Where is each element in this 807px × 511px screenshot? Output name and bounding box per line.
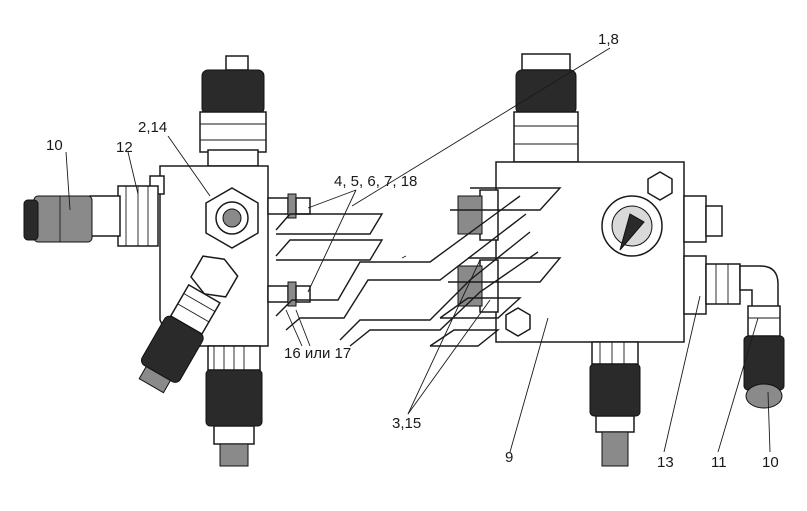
left-bolts [267, 193, 311, 307]
label-1-8: 1,8 [598, 31, 619, 48]
label-10-right: 10 [762, 454, 779, 471]
right-top-hex [647, 171, 673, 201]
left-quick-connector [23, 195, 93, 243]
callout-labels: 10 12 2,14 1,8 4, 5, 6, 7, 18 16 или 17 … [46, 31, 779, 471]
right-bottom-cartridge [589, 341, 641, 467]
label-16-or-17: 16 или 17 [284, 345, 351, 362]
left-hex-plug [205, 187, 259, 249]
label-3-15: 3,15 [392, 415, 421, 432]
leader-lines [65, 47, 771, 453]
right-valve-assembly [457, 53, 785, 467]
left-valve-assembly [23, 55, 311, 467]
left-solenoid-top [199, 55, 267, 167]
label-2-14: 2,14 [138, 119, 167, 136]
label-9: 9 [505, 449, 513, 466]
right-adjust-knob [601, 195, 663, 257]
label-10-left: 10 [46, 137, 63, 154]
left-bottom-cartridge [205, 345, 263, 467]
right-elbow-connector [739, 265, 785, 409]
connecting-pipes [275, 187, 562, 347]
label-4-5-6-7-18: 4, 5, 6, 7, 18 [334, 173, 417, 190]
label-11: 11 [711, 454, 727, 471]
label-12: 12 [116, 139, 133, 156]
label-13: 13 [657, 454, 674, 471]
right-side-fittings [683, 195, 741, 315]
right-bottom-hex [505, 307, 531, 337]
left-angled-hose [138, 255, 239, 394]
left-side-fitting [89, 175, 165, 247]
right-solenoid-top [513, 53, 579, 163]
